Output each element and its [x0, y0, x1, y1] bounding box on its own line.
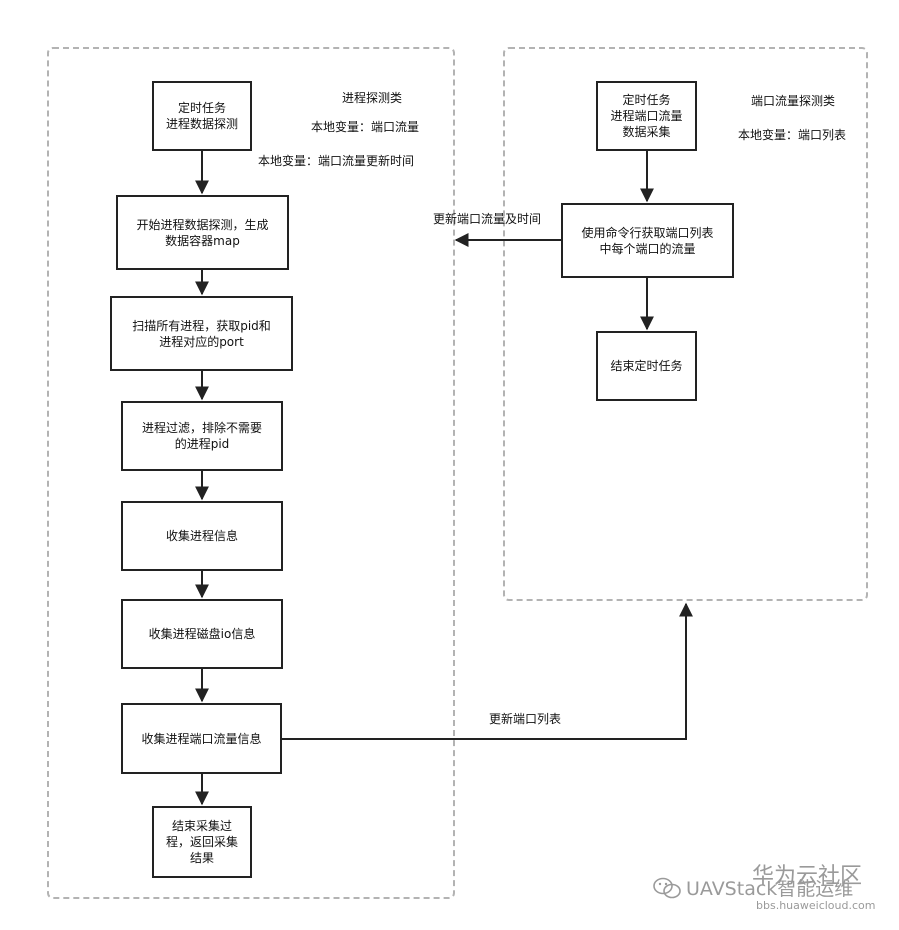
left-collect-io-box: 收集进程磁盘io信息: [121, 599, 283, 669]
right-cmd-box: 使用命令行获取端口列表 中每个端口的流量: [561, 203, 734, 278]
watermark-brand: UAVStack智能运维: [686, 878, 854, 900]
watermark-site: 华为云社区: [752, 864, 863, 889]
watermark-url: bbs.huaweicloud.com: [756, 899, 876, 912]
left-start-box: 开始进程数据探测，生成 数据容器map: [116, 195, 289, 270]
right-end-box: 结束定时任务: [596, 331, 697, 401]
edge-label-update-list: 更新端口列表: [489, 712, 562, 726]
arrow-update-list: [282, 602, 693, 740]
right-group-var-port-list: 本地变量：端口列表: [738, 128, 847, 142]
left-group-var-traffic: 本地变量：端口流量: [311, 120, 420, 134]
right-group-title: 端口流量探测类: [751, 94, 836, 108]
left-timer-box: 定时任务 进程数据探测: [152, 81, 252, 151]
left-group-title: 进程探测类: [342, 91, 403, 105]
left-collect-port-box: 收集进程端口流量信息: [121, 703, 282, 774]
process-probe-group: [47, 47, 455, 899]
left-scan-box: 扫描所有进程，获取pid和 进程对应的port: [110, 296, 293, 371]
left-collect-info-box: 收集进程信息: [121, 501, 283, 571]
left-group-var-update-time: 本地变量：端口流量更新时间: [258, 154, 415, 168]
edge-label-update-traffic: 更新端口流量及时间: [433, 212, 542, 226]
left-filter-box: 进程过滤，排除不需要 的进程pid: [121, 401, 283, 471]
wechat-icon: [653, 877, 681, 899]
right-timer-box: 定时任务 进程端口流量 数据采集: [596, 81, 697, 151]
left-end-box: 结束采集过 程，返回采集 结果: [152, 806, 252, 878]
port-traffic-probe-group: [503, 47, 868, 601]
